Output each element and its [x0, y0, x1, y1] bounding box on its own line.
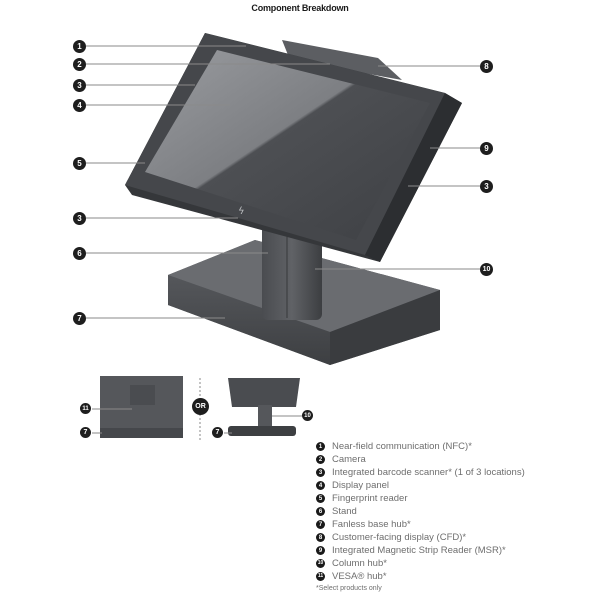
legend-number: 2	[316, 455, 325, 464]
customer-facing-display	[282, 40, 402, 80]
legend-number: 9	[316, 546, 325, 555]
legend-item: 3 Integrated barcode scanner* (1 of 3 loc…	[316, 466, 596, 479]
legend-number: 7	[316, 520, 325, 529]
callout-7: 7	[73, 312, 86, 325]
callout-6: 6	[73, 247, 86, 260]
legend-item: 1 Near-field communication (NFC)*	[316, 440, 596, 453]
legend-item: 2 Camera	[316, 453, 596, 466]
callout-3: 3	[480, 180, 493, 193]
legend-label: Display panel	[332, 480, 390, 491]
component-legend: 1 Near-field communication (NFC)* 2 Camera…	[316, 440, 596, 592]
legend-label: Stand	[332, 506, 357, 517]
legend-item: 5 Fingerprint reader	[316, 492, 596, 505]
legend-number: 8	[316, 533, 325, 542]
legend-number: 5	[316, 494, 325, 503]
legend-label: Column hub*	[332, 558, 387, 569]
callout-3: 3	[73, 79, 86, 92]
vesa-hub-variant	[92, 376, 183, 438]
legend-item: 4 Display panel	[316, 479, 596, 492]
column-hub-variant	[224, 378, 302, 436]
callout-7: 7	[80, 427, 91, 438]
legend-label: Near-field communication (NFC)*	[332, 441, 472, 452]
callout-10: 10	[302, 410, 313, 421]
leader-lines	[86, 45, 480, 319]
legend-number: 6	[316, 507, 325, 516]
callout-4: 4	[73, 99, 86, 112]
diagram-title: Component Breakdown	[251, 3, 349, 13]
legend-number: 1	[316, 442, 325, 451]
display-panel: ϟ	[125, 33, 462, 262]
legend-label: Customer-facing display (CFD)*	[332, 532, 467, 543]
legend-label: Integrated Magnetic Strip Reader (MSR)*	[332, 545, 506, 556]
callout-7: 7	[212, 427, 223, 438]
callout-8: 8	[480, 60, 493, 73]
callout-2: 2	[73, 58, 86, 71]
svg-text:ϟ: ϟ	[238, 206, 245, 217]
legend-item: 10 Column hub*	[316, 557, 596, 570]
legend-number: 3	[316, 468, 325, 477]
legend-number: 4	[316, 481, 325, 490]
legend-item: 9 Integrated Magnetic Strip Reader (MSR)*	[316, 544, 596, 557]
footnote: *Select products only	[316, 585, 382, 592]
legend-label: Fanless base hub*	[332, 519, 411, 530]
legend-number: 10	[316, 559, 325, 568]
legend-label: VESA® hub*	[332, 571, 387, 582]
callout-5: 5	[73, 157, 86, 170]
legend-item: 6 Stand	[316, 505, 596, 518]
legend-label: Integrated barcode scanner* (1 of 3 loca…	[332, 467, 525, 478]
or-badge: OR	[192, 398, 209, 415]
callout-9: 9	[480, 142, 493, 155]
callout-1: 1	[73, 40, 86, 53]
legend-item: 8 Customer-facing display (CFD)*	[316, 531, 596, 544]
legend-number: 11	[316, 572, 325, 581]
callout-11: 11	[80, 403, 91, 414]
legend-label: Fingerprint reader	[332, 493, 408, 504]
callout-3: 3	[73, 212, 86, 225]
callout-10: 10	[480, 263, 493, 276]
legend-label: Camera	[332, 454, 366, 465]
legend-item: 11 VESA® hub*	[316, 570, 596, 583]
legend-item: 7 Fanless base hub*	[316, 518, 596, 531]
stand-column	[262, 225, 322, 320]
